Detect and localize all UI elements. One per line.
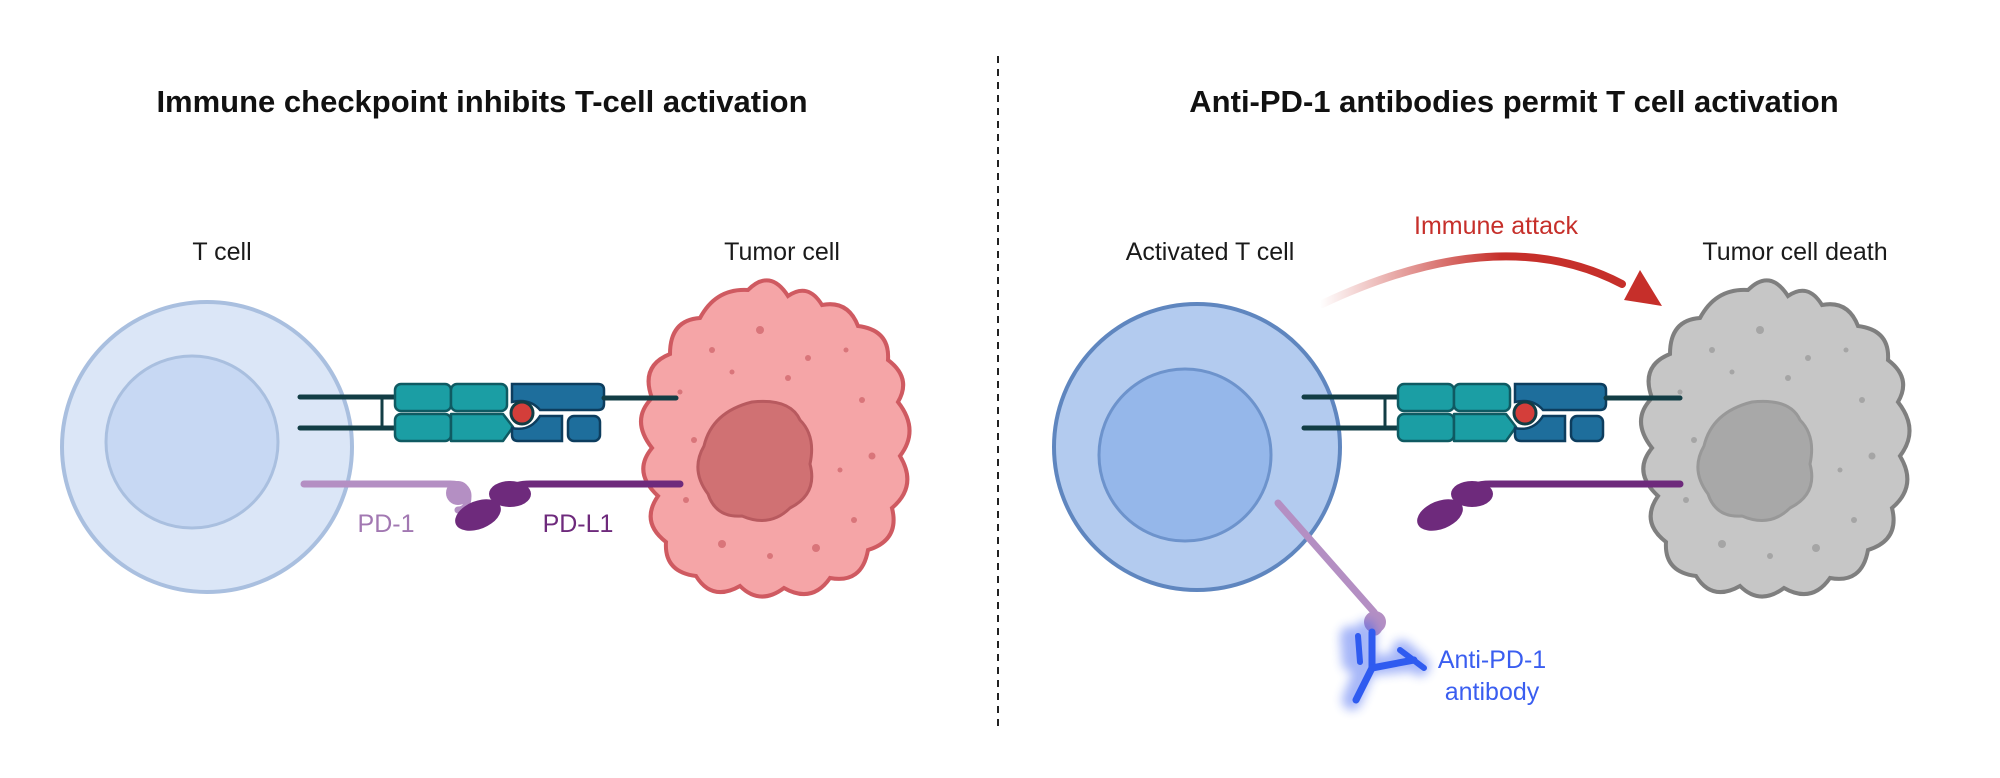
pd1-antibody-blockade <box>1274 499 1430 710</box>
antibody-label-line1: Anti-PD-1 <box>1438 646 1546 674</box>
tcr-domain <box>1396 382 1456 413</box>
t-cell-label: T cell <box>192 238 251 266</box>
antigen-peptide <box>509 400 535 426</box>
antibody-light-chain <box>1397 647 1427 671</box>
activated-t-cell <box>1052 302 1342 592</box>
mhc-beta-domain <box>566 414 602 443</box>
tcr-domain <box>1452 412 1518 443</box>
dead-tumor-granules <box>1677 326 1876 559</box>
pdl1-tail <box>1417 499 1463 531</box>
pd1-label: PD-1 <box>358 510 415 538</box>
tumor-granules <box>677 326 876 559</box>
activated-t-cell-label: Activated T cell <box>1126 238 1295 266</box>
right-panel-title: Anti-PD-1 antibodies permit T cell activ… <box>1189 84 1838 119</box>
pd1-receptor-stalk <box>1274 499 1383 636</box>
tcr-mhc-complex-activated <box>1301 382 1683 443</box>
dead-tumor-cell <box>1639 278 1912 599</box>
pdl1-unbound <box>1417 480 1684 531</box>
left-panel-title: Immune checkpoint inhibits T-cell activa… <box>156 84 807 119</box>
immune-attack-label: Immune attack <box>1414 212 1578 240</box>
tcr-domain <box>449 382 509 413</box>
tcr-domain <box>393 382 453 413</box>
tcr-domain <box>393 412 453 443</box>
pd1-pdl1-interaction <box>300 480 684 531</box>
tumor-cell-nucleus <box>696 399 814 522</box>
pd1-head <box>446 481 470 505</box>
right-panel: Anti-PD-1 antibodies permit T cell activ… <box>1052 84 1912 710</box>
antigen-peptide <box>1512 400 1538 426</box>
left-panel: Immune checkpoint inhibits T-cell activa… <box>60 84 912 599</box>
pdl1-head <box>489 481 531 507</box>
tumor-cell-label: Tumor cell <box>724 238 840 266</box>
mhc-bottom-domain <box>1513 414 1567 443</box>
immune-attack-arrow <box>1318 252 1662 308</box>
t-cell <box>60 300 354 594</box>
tumor-cell <box>639 278 912 599</box>
antibody-label-line2: antibody <box>1445 678 1540 706</box>
pdl1-label: PD-L1 <box>543 510 614 538</box>
immune-attack-arrowhead <box>1624 270 1662 306</box>
pdl1-head <box>1451 481 1493 507</box>
antibody-light-chain <box>1355 633 1363 665</box>
tumor-cell-death-label: Tumor cell death <box>1702 238 1887 266</box>
dead-tumor-cell-nucleus <box>1696 399 1814 522</box>
pdl1-tail <box>455 499 501 531</box>
tcr-domain <box>449 412 515 443</box>
activated-t-cell-nucleus <box>1097 367 1273 543</box>
mhc-bottom-domain <box>510 414 564 443</box>
mhc-beta-domain <box>1569 414 1605 443</box>
tcr-domain <box>1452 382 1512 413</box>
tcr-domain <box>1396 412 1456 443</box>
tcr-mhc-complex <box>297 382 679 443</box>
anti-pd1-antibody <box>1340 620 1430 710</box>
antibody-heavy-chain <box>1368 656 1418 672</box>
immune-attack-arc <box>1318 252 1626 308</box>
t-cell-nucleus <box>104 354 280 530</box>
